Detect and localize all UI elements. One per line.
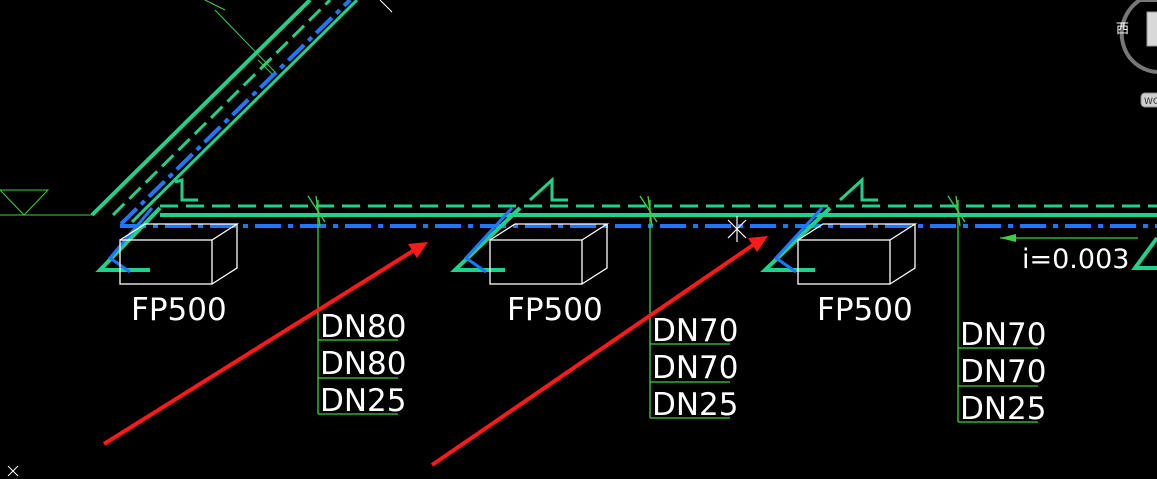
- fan-coil-unit-partial: [1131, 236, 1157, 270]
- pipe-size-leader-3[interactable]: [947, 195, 1038, 423]
- pipe-size-2a: DN70: [652, 313, 739, 349]
- wcs-button[interactable]: [1140, 92, 1157, 108]
- pipe-size-3c: DN25: [960, 391, 1047, 427]
- pipe-size-2b: DN70: [652, 350, 739, 386]
- pipe-size-1c: DN25: [320, 383, 407, 419]
- fan-coil-box-3: [797, 223, 918, 285]
- pipe-size-3b: DN70: [960, 354, 1047, 390]
- viewcube-ring: [1119, 0, 1157, 74]
- fan-coil-unit-1[interactable]: [95, 178, 240, 285]
- main-pipe-run: [120, 204, 1157, 228]
- fan-coil-unit-3[interactable]: [760, 176, 918, 285]
- pipe-size-2c: DN25: [652, 387, 739, 423]
- ucs-icon: [7, 465, 19, 477]
- annotation-arrow-2: [430, 236, 768, 467]
- fan-coil-label-3: FP500: [817, 292, 913, 328]
- slope-annotation[interactable]: [1000, 234, 1138, 242]
- annotation-arrow-1: [102, 242, 428, 446]
- slope-label: i=0.003: [1022, 244, 1129, 275]
- wcs-label: WCS: [1144, 97, 1157, 107]
- pipe-size-3a: DN70: [960, 317, 1047, 353]
- pipe-size-1b: DN80: [320, 346, 407, 382]
- fan-coil-box-1: [119, 223, 240, 285]
- viewcube[interactable]: 西 WCS: [1116, 0, 1157, 108]
- fan-coil-label-1: FP500: [131, 292, 227, 328]
- fan-coil-box-2: [489, 223, 610, 285]
- elevation-marker: [0, 189, 92, 216]
- fan-coil-unit-2[interactable]: [450, 176, 610, 285]
- fan-coil-label-2: FP500: [507, 292, 603, 328]
- viewcube-west-label: 西: [1116, 22, 1129, 37]
- diagonal-pipe-run: [90, 0, 393, 226]
- pipe-size-leader-1[interactable]: [307, 195, 398, 415]
- pipe-size-leader-2[interactable]: [639, 195, 730, 419]
- pipe-size-1a: DN80: [320, 309, 407, 345]
- crosshair-cursor-icon: [727, 216, 747, 242]
- viewcube-face[interactable]: [1146, 11, 1157, 47]
